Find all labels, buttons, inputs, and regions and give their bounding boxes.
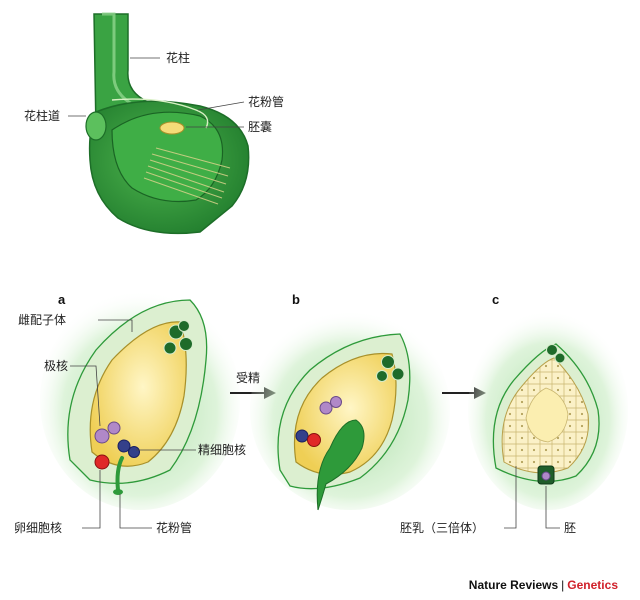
label-female-gametophyte: 雌配子体: [18, 312, 66, 327]
label-embryo: 胚: [564, 521, 576, 535]
panel-c-antipodal-cells: [546, 344, 566, 364]
panel-a-pollen-tube: [115, 456, 124, 492]
panel-b-antipodal-cells: [376, 355, 405, 382]
credit-separator: |: [561, 578, 565, 592]
pollen-tube-path: [111, 98, 209, 129]
credit-section: Genetics: [567, 578, 618, 592]
credit-journal: Nature Reviews: [468, 578, 559, 592]
ovary-illustration: [85, 12, 250, 235]
style-canal: [85, 111, 107, 141]
label-style-canal: 花柱道: [24, 108, 60, 123]
label-fertilization: 受精: [236, 371, 260, 385]
label-egg-nucleus: 卵细胞核: [14, 521, 62, 535]
panel-label-c: c: [492, 292, 499, 307]
label-pollen-tube: 花粉管: [156, 520, 192, 535]
panel-a-sperm-nucleus-2: [128, 446, 140, 458]
panel-b-ovule: [250, 310, 450, 511]
label-embryo-sac: 胚囊: [248, 119, 272, 134]
label-polar-nuclei: 极核: [44, 359, 68, 373]
panel-a-egg-nucleus: [94, 454, 110, 470]
panel-b-egg-nucleus: [307, 433, 321, 447]
panel-a-polar-nucleus-1: [94, 428, 110, 444]
journal-credit: Nature Reviews|Genetics: [469, 578, 618, 592]
panel-a-antipodal-cells: [163, 320, 193, 355]
panel-a-polar-nucleus-2: [107, 421, 121, 435]
label-style: 花柱: [166, 50, 190, 65]
label-sperm-nuclei: 精细胞核: [198, 443, 246, 457]
panel-a-ovule: [40, 290, 240, 510]
panel-label-b: b: [292, 292, 300, 307]
panel-b-polar-nucleus-2: [330, 396, 342, 408]
label-endosperm: 胚乳（三倍体）: [400, 520, 484, 535]
panel-b-pollen-tube: [316, 419, 365, 511]
panel-b-sperm-nucleus: [295, 429, 309, 443]
panel-c-seed: [468, 310, 628, 510]
embryo-sac-top: [159, 121, 185, 135]
panel-a-sperm-nucleus-1: [117, 439, 131, 453]
label-pollen-tube-top: 花粉管: [248, 94, 284, 109]
ovule: [111, 111, 224, 203]
panel-b-polar-nucleus-1: [319, 401, 333, 415]
panel-label-a: a: [58, 292, 66, 307]
